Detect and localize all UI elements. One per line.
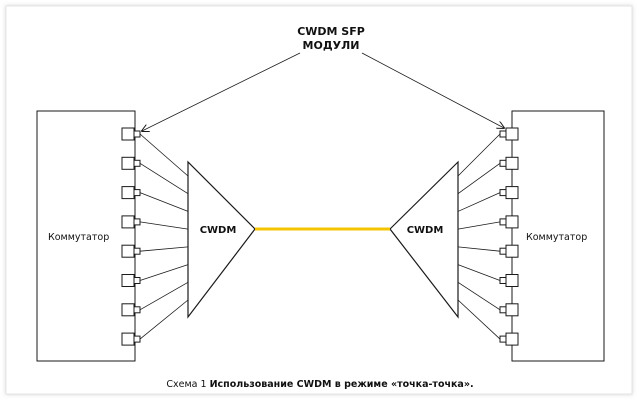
left-fiber-1 <box>139 133 189 177</box>
sfp-ports-group <box>121 127 519 346</box>
right-sfp-connector-2 <box>499 159 507 167</box>
callout-arrow-left <box>142 52 301 131</box>
left-sfp-connector-4 <box>133 218 141 226</box>
left-sfp-connector-8 <box>133 335 141 343</box>
right-sfp-module-1 <box>505 127 519 141</box>
caption: Схема 1 Использование CWDM в режиме «точ… <box>166 379 473 390</box>
right-sfp-module-6 <box>505 274 519 287</box>
left-fiber-5 <box>139 246 189 252</box>
right-sfp-module-2 <box>505 156 519 170</box>
right-fiber-2 <box>457 162 501 195</box>
right-sfp-module-3 <box>505 186 519 200</box>
left-fiber-8 <box>139 299 189 340</box>
left-sfp-connector-6 <box>133 277 141 284</box>
left-fiber-7 <box>139 281 189 311</box>
caption-text: Использование CWDM в режиме «точка-точка… <box>210 379 474 390</box>
right-fiber-4 <box>457 221 501 230</box>
right-sfp-module-7 <box>505 303 519 317</box>
left-fiber-6 <box>139 264 189 281</box>
right-cwdm-label: CWDM <box>407 225 444 236</box>
left-sfp-module-6 <box>121 274 135 287</box>
left-fiber-3 <box>139 192 189 212</box>
right-sfp-connector-8 <box>499 335 507 343</box>
header-line-2: МОДУЛИ <box>303 39 360 52</box>
left-sfp-module-8 <box>121 332 135 346</box>
left-sfp-module-4 <box>121 215 135 229</box>
right-switch <box>511 110 605 362</box>
right-fiber-3 <box>457 192 501 212</box>
right-sfp-connector-6 <box>499 277 507 284</box>
caption-prefix: Схема 1 <box>166 379 206 390</box>
left-sfp-connector-5 <box>133 247 141 255</box>
right-sfp-module-4 <box>505 215 519 229</box>
left-sfp-connector-7 <box>133 306 141 314</box>
right-sfp-connector-1 <box>499 130 507 138</box>
left-sfp-connector-3 <box>133 189 141 197</box>
left-sfp-module-7 <box>121 303 135 317</box>
right-cwdm-mux <box>389 160 459 319</box>
right-sfp-module-8 <box>505 332 519 346</box>
left-cwdm-label: CWDM <box>200 225 237 236</box>
left-fiber-2 <box>139 162 189 195</box>
left-switch-label: Коммутатор <box>48 232 109 243</box>
header-line-1: CWDM SFP <box>297 25 365 38</box>
left-switch <box>36 110 136 362</box>
callout-arrow-right <box>361 52 504 128</box>
right-sfp-connector-5 <box>499 247 507 255</box>
right-sfp-connector-4 <box>499 218 507 226</box>
left-sfp-connector-2 <box>133 159 141 167</box>
left-cwdm-mux <box>187 160 256 319</box>
left-sfp-module-1 <box>121 127 135 141</box>
left-sfp-module-3 <box>121 186 135 200</box>
right-sfp-connector-3 <box>499 189 507 197</box>
left-sfp-connector-1 <box>133 130 141 138</box>
right-fiber-8 <box>457 299 501 340</box>
right-fiber-1 <box>457 133 501 177</box>
right-fiber-5 <box>457 246 501 252</box>
left-sfp-module-2 <box>121 156 135 170</box>
right-fiber-7 <box>457 281 501 311</box>
right-fiber-6 <box>457 264 501 281</box>
right-sfp-module-5 <box>505 244 519 258</box>
right-switch-label: Коммутатор <box>526 232 587 243</box>
left-fiber-4 <box>139 221 189 230</box>
left-sfp-module-5 <box>121 244 135 258</box>
right-sfp-connector-7 <box>499 306 507 314</box>
